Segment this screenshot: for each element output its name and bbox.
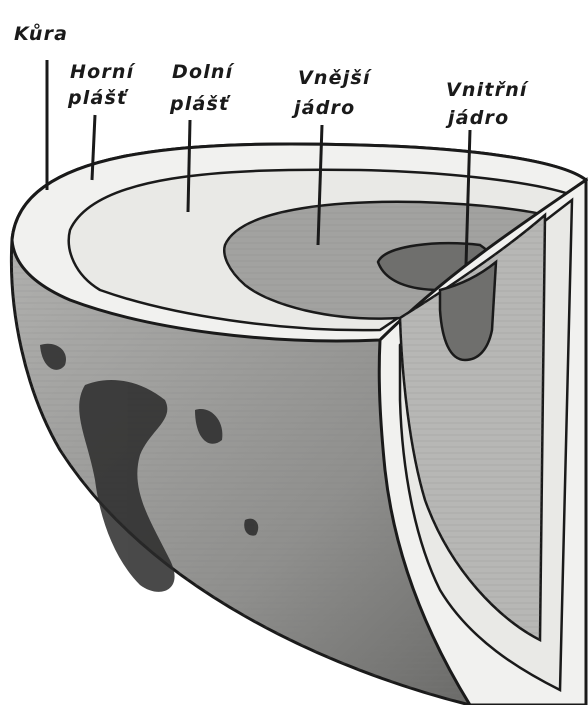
label-outer-core-line1: Vnější	[298, 67, 372, 89]
label-inner-core-line2: jádro	[445, 107, 509, 129]
labels: Kůra Horní plášť Dolní plášť Vnější jádr…	[14, 22, 529, 129]
label-inner-core-line1: Vnitřní	[446, 79, 529, 101]
label-crust: Kůra	[14, 22, 68, 45]
label-outer-core-line2: jádro	[291, 97, 355, 119]
label-lower-mantle-line2: plášť	[169, 93, 231, 115]
lower-mantle-leader-line	[188, 120, 190, 212]
label-upper-mantle-line2: plášť	[67, 87, 129, 109]
label-upper-mantle-line1: Horní	[70, 61, 136, 83]
label-lower-mantle-line1: Dolní	[172, 61, 235, 83]
